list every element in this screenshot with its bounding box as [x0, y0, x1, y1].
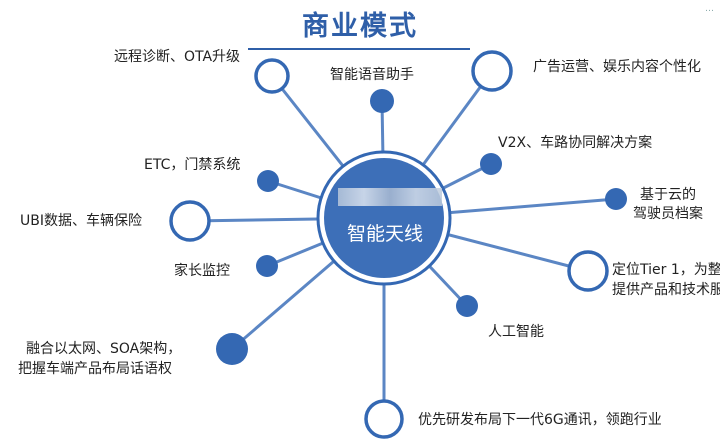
label-ads: 广告运营、娱乐内容个性化 [533, 59, 701, 75]
label-ubi: UBI数据、车辆保险 [20, 213, 142, 229]
node-voice-dot [370, 89, 394, 113]
label-6g: 优先研发布局下一代6G通讯，领跑行业 [418, 412, 662, 428]
label-cloud-2: 驾驶员档案 [633, 205, 703, 223]
label-ethernet-2: 把握车端产品布局话语权 [18, 361, 172, 377]
node-ads-circle [471, 50, 513, 92]
diagram-title: 商业模式 [302, 11, 418, 42]
node-cloud-dot [605, 188, 627, 210]
node-ai-dot [456, 295, 478, 317]
solid-nodes [216, 89, 627, 365]
node-v2x-dot [480, 153, 502, 175]
label-remote: 远程诊断、OTA升级 [114, 49, 241, 65]
blurred-text [338, 188, 442, 206]
label-ethernet-1: 融合以太网、SOA架构， [26, 341, 182, 357]
node-6g-circle [364, 399, 404, 439]
hub-circle [324, 158, 444, 278]
label-etc: ETC，门禁系统 [144, 157, 241, 173]
label-tier1-2: 提供产品和技术服 [612, 282, 720, 298]
label-cloud-1: 基于云的 [640, 186, 696, 204]
label-cloud-line2: 驾驶员档案 [633, 206, 703, 222]
node-parental-dot [256, 255, 278, 277]
node-etc-dot [257, 170, 279, 192]
node-ethernet-dot [216, 333, 248, 365]
label-cloud-line1: 基于云的 [640, 187, 696, 203]
node-ubi-circle [169, 200, 211, 242]
label-voice: 智能语音助手 [330, 67, 414, 83]
node-remote-circle [254, 58, 290, 94]
label-ai: 人工智能 [488, 324, 544, 340]
label-tier1-1: 定位Tier 1，为整 [612, 262, 720, 278]
node-tier1-circle [567, 250, 609, 292]
hollow-nodes [169, 50, 609, 439]
corner-mark: … [705, 4, 714, 14]
label-v2x: V2X、车路协同解决方案 [498, 135, 653, 151]
title-underline [248, 48, 470, 50]
label-parental: 家长监控 [174, 263, 230, 279]
hub-label: 智能天线 [346, 223, 423, 245]
